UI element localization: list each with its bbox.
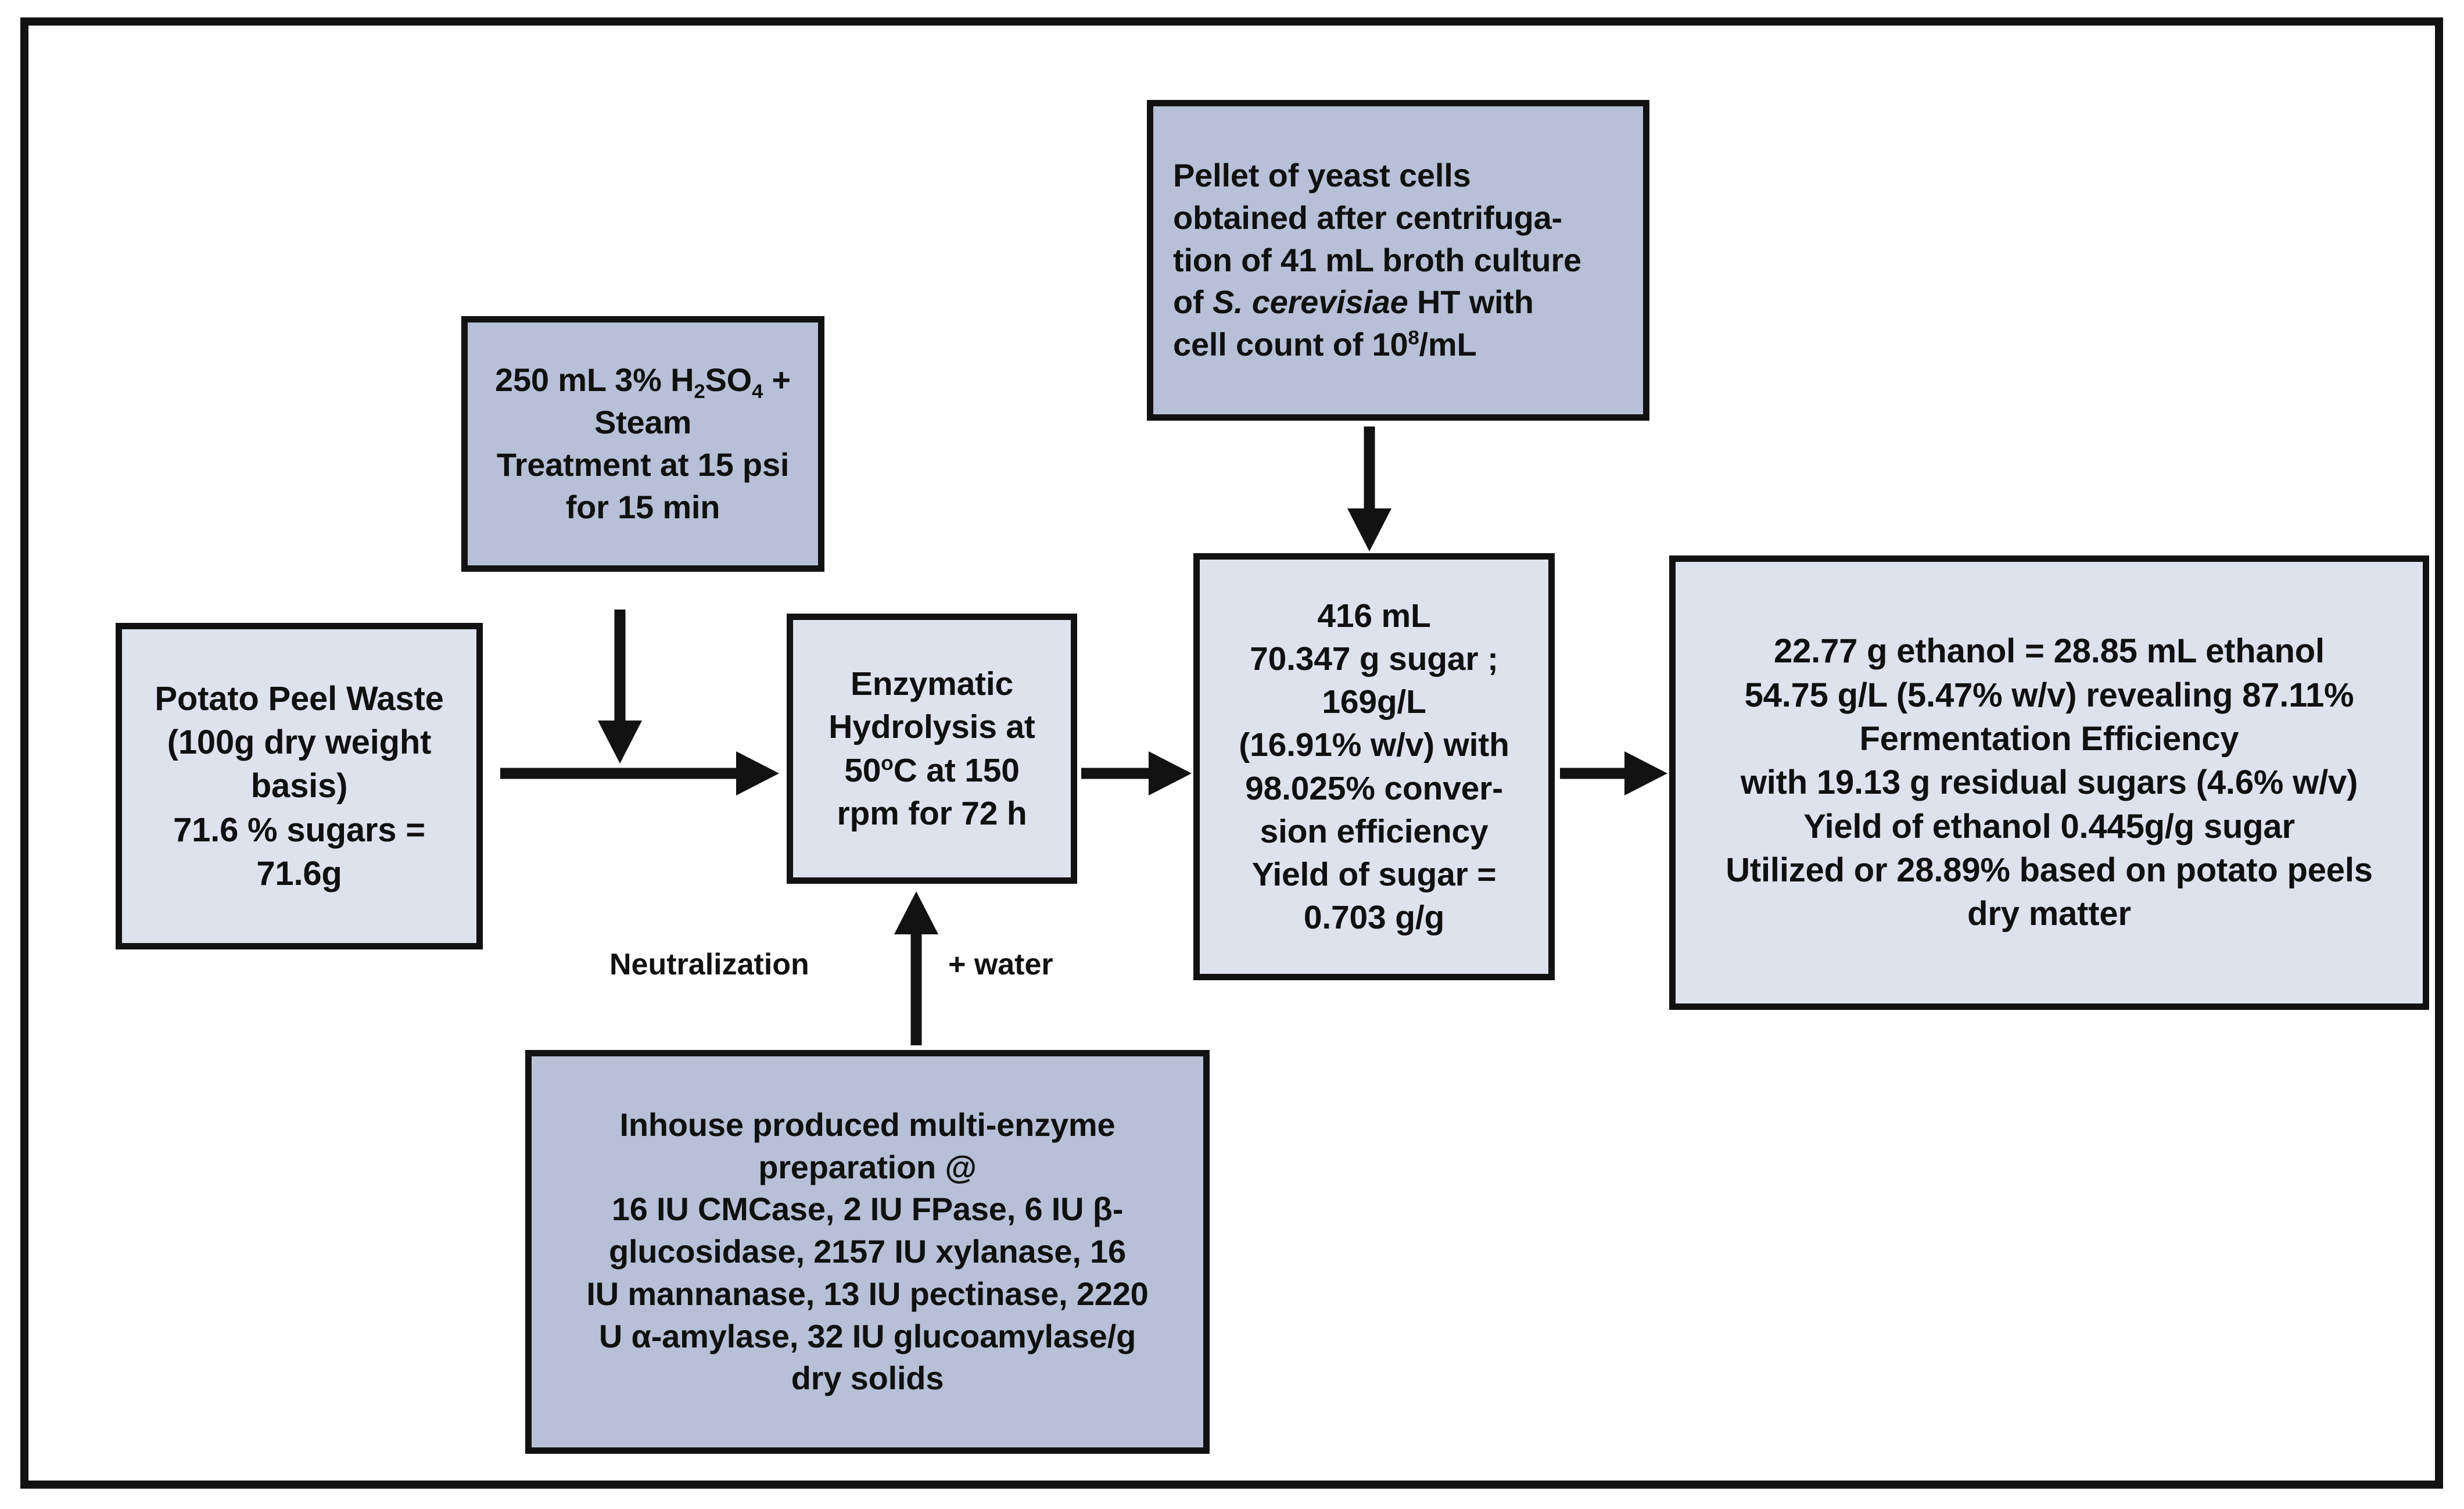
peel-line-1: Potato Peel Waste (155, 679, 444, 718)
arrow-shaft (1081, 768, 1154, 779)
arrow-head (1347, 508, 1391, 551)
arrow-shaft (500, 768, 741, 779)
hydrolysis-line-1: Enzymatic (850, 665, 1014, 703)
hydrolysate-line-4: (16.91% w/v) with (1239, 726, 1509, 764)
hydrolysate-line-1: 416 mL (1317, 597, 1431, 635)
enzymes-line-3: 16 IU CMCase, 2 IU FPase, 6 IU β- (611, 1191, 1124, 1228)
arrow-enzymes-to-hydrolysis-icon (883, 891, 949, 1045)
peel-line-5: 71.6g (256, 855, 342, 893)
arrow-peel-to-hydrolysis-icon (500, 747, 779, 800)
enzymes-line-1: Inhouse produced multi-enzyme (619, 1106, 1116, 1143)
peel-line-2: (100g dry weight (167, 723, 432, 761)
arrow-head (894, 891, 938, 934)
enzymes-line-4: glucosidase, 2157 IU xylanase, 16 (609, 1233, 1126, 1270)
results-line-6: Utilized or 28.89% based on potato peels (1726, 851, 2373, 890)
peel-line-4: 71.6 % sugars = (173, 811, 425, 849)
node-potato-peel-waste: Potato Peel Waste (100g dry weight basis… (116, 623, 483, 949)
acid-line-4: for 15 min (565, 488, 720, 525)
edge-label-neutralization: Neutralization (609, 948, 809, 981)
hydrolysate-line-3: 169g/L (1322, 683, 1426, 721)
enzymes-line-7: dry solids (791, 1360, 944, 1397)
hydrolysate-line-7: Yield of sugar = (1251, 855, 1497, 893)
enzymes-line-6: U α-amylase, 32 IU glucoamylase/g (598, 1317, 1136, 1354)
arrow-head (736, 751, 779, 795)
arrow-yeast-to-hydrolysate-icon (1336, 426, 1403, 551)
acid-line-1: 250 mL 3% H2SO4 + (495, 361, 791, 403)
results-line-2: 54.75 g/L (5.47% w/v) revealing 87.11% (1744, 676, 2354, 714)
arrow-shaft (910, 932, 921, 1045)
node-yeast-pellet-inoculum: Pellet of yeast cells obtained after cen… (1147, 100, 1649, 421)
acid-line-3: Treatment at 15 psi (496, 446, 790, 483)
arrow-hydrolysis-to-hydrolysate-icon (1081, 747, 1192, 800)
arrow-head (597, 721, 642, 764)
diagram-outer-frame: 250 mL 3% H2SO4 + Steam Treatment at 15 … (20, 17, 2443, 1489)
hydrolysis-line-3: 50oC at 150 (844, 751, 1020, 789)
yeast-line-1: Pellet of yeast cells (1173, 157, 1471, 193)
hydrolysate-line-6: sion efficiency (1260, 812, 1489, 850)
arrow-shaft (1364, 426, 1375, 511)
yeast-line-4: of S. cerevisiae HT with (1173, 284, 1534, 321)
results-line-1: 22.77 g ethanol = 28.85 mL ethanol (1774, 632, 2325, 671)
yeast-line-3: tion of 41 mL broth culture (1173, 241, 1581, 278)
results-line-3: Fermentation Efficiency (1859, 719, 2239, 758)
enzymes-line-2: preparation @ (758, 1148, 977, 1185)
peel-line-3: basis) (250, 767, 348, 805)
node-hydrolysate-output: 416 mL 70.347 g sugar ; 169g/L (16.91% w… (1193, 553, 1555, 980)
yeast-line-2: obtained after centrifuga- (1173, 199, 1562, 236)
arrow-acid-to-hydrolysis-icon (586, 610, 653, 764)
results-line-5: Yield of ethanol 0.445g/g sugar (1803, 807, 2295, 845)
arrow-hydrolysate-to-results-icon (1560, 747, 1667, 800)
edge-label-water: + water (948, 948, 1053, 981)
hydrolysate-line-5: 98.025% conver- (1245, 769, 1503, 807)
hydrolysate-line-2: 70.347 g sugar ; (1250, 640, 1498, 678)
node-enzymatic-hydrolysis: Enzymatic Hydrolysis at 50oC at 150 rpm … (787, 614, 1077, 884)
acid-line-2: Steam (594, 404, 692, 441)
results-line-7: dry matter (1967, 895, 2131, 933)
node-multi-enzyme-preparation: Inhouse produced multi-enzyme preparatio… (525, 1050, 1210, 1454)
arrow-head (1149, 751, 1192, 795)
node-acid-steam-treatment: 250 mL 3% H2SO4 + Steam Treatment at 15 … (461, 316, 824, 572)
node-fermentation-results: 22.77 g ethanol = 28.85 mL ethanol 54.75… (1669, 555, 2429, 1010)
hydrolysate-line-8: 0.703 g/g (1303, 898, 1445, 936)
hydrolysis-line-2: Hydrolysis at (828, 708, 1035, 746)
yeast-line-5: cell count of 108/mL (1173, 326, 1477, 363)
arrow-shaft (1560, 768, 1630, 779)
hydrolysis-line-4: rpm for 72 h (837, 794, 1027, 832)
arrow-head (1624, 751, 1667, 795)
enzymes-line-5: IU mannanase, 13 IU pectinase, 2220 (586, 1275, 1149, 1312)
arrow-shaft (614, 610, 625, 723)
results-line-4: with 19.13 g residual sugars (4.6% w/v) (1740, 764, 2358, 802)
